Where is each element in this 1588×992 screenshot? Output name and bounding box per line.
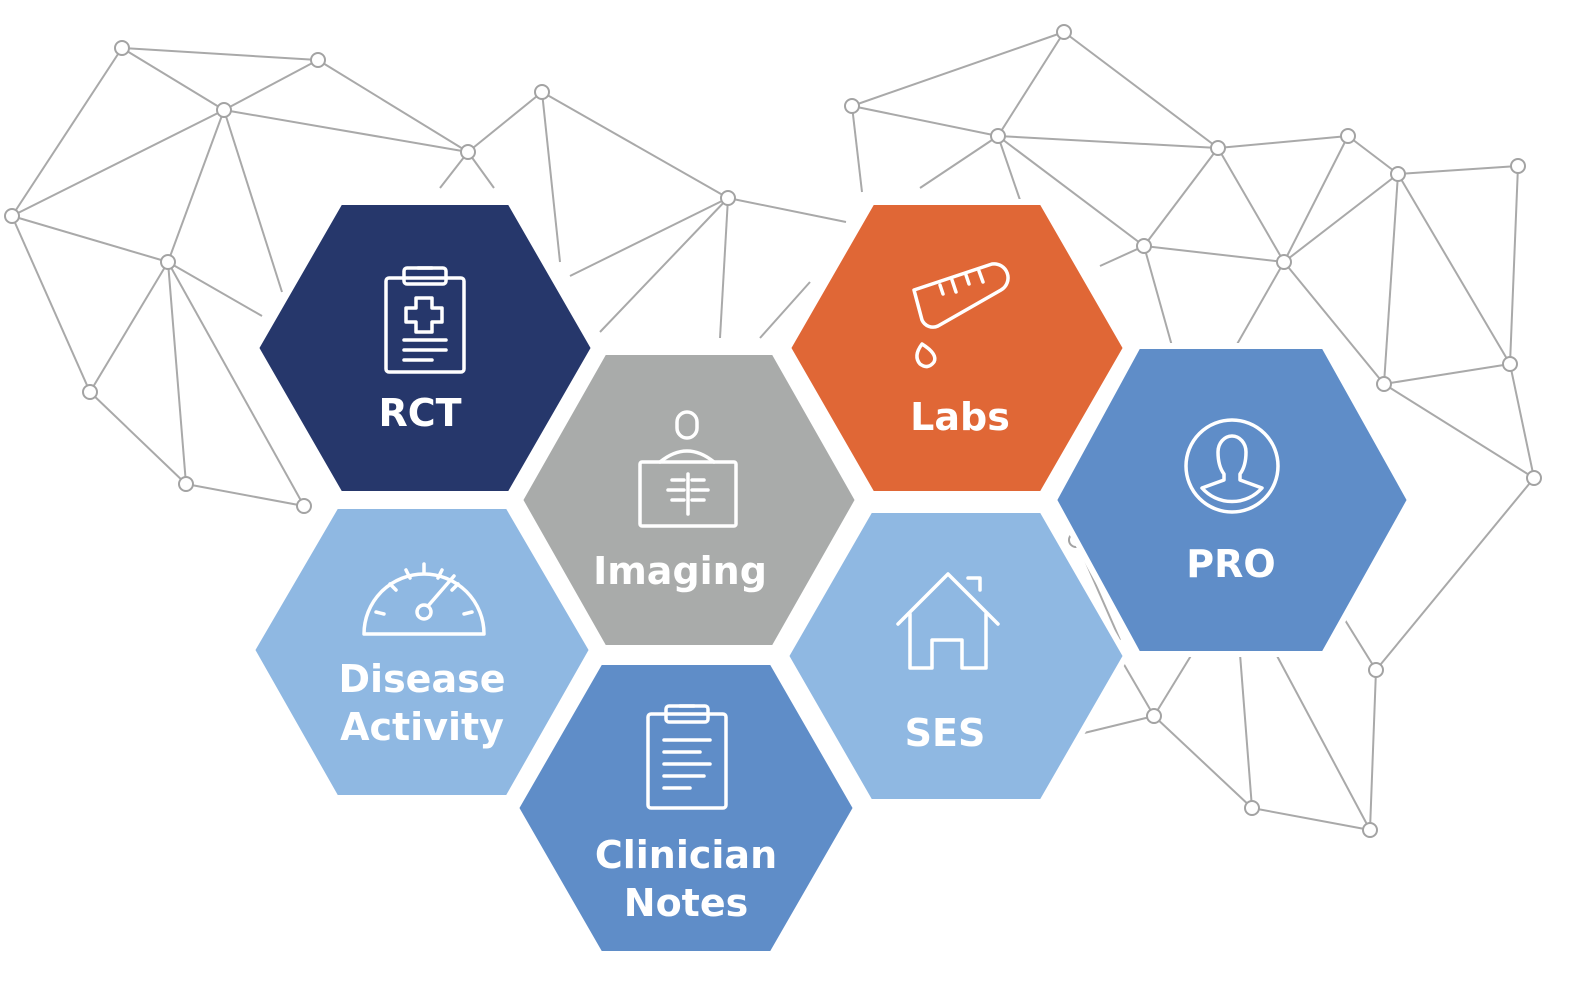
hex-label-clinician-notes-line1: Clinician xyxy=(595,833,777,877)
house-icon xyxy=(896,572,1000,670)
patient-profile-icon xyxy=(1184,418,1280,514)
hex-label-rct: RCT xyxy=(378,391,461,435)
clipboard-notes-icon xyxy=(646,704,728,810)
hex-shape-rct xyxy=(252,199,598,497)
hex-label-ses: SES xyxy=(905,711,986,755)
hex-shape-ses xyxy=(782,507,1130,805)
hex-label-pro: PRO xyxy=(1186,542,1275,586)
gauge-icon xyxy=(362,562,486,636)
hex-tile-pro: PRO xyxy=(1050,343,1414,657)
hex-tile-ses: SES xyxy=(782,507,1130,805)
hex-tile-disease-activity: Disease Activity xyxy=(248,503,596,801)
hex-label-clinician-notes-line2: Notes xyxy=(624,881,748,925)
test-tube-icon xyxy=(912,262,1010,369)
hex-tile-clinician-notes: Clinician Notes xyxy=(512,659,860,957)
hex-label-disease-activity-line2: Activity xyxy=(340,705,504,749)
hex-tile-imaging: Imaging xyxy=(516,349,862,651)
hex-label-labs: Labs xyxy=(910,395,1010,439)
hex-label-disease-activity-line1: Disease xyxy=(339,657,506,701)
network-edges-left xyxy=(11,47,847,507)
hex-tile-labs: Labs xyxy=(784,199,1130,497)
clipboard-medical-icon xyxy=(384,266,466,374)
hex-tile-rct: RCT xyxy=(252,199,598,497)
network-edges-right xyxy=(851,31,1535,831)
hex-shape-labs xyxy=(784,199,1130,497)
hex-label-imaging: Imaging xyxy=(593,549,767,593)
hex-shape-disease-activity xyxy=(248,503,596,801)
xray-icon xyxy=(638,410,738,528)
network-background xyxy=(4,24,1542,838)
